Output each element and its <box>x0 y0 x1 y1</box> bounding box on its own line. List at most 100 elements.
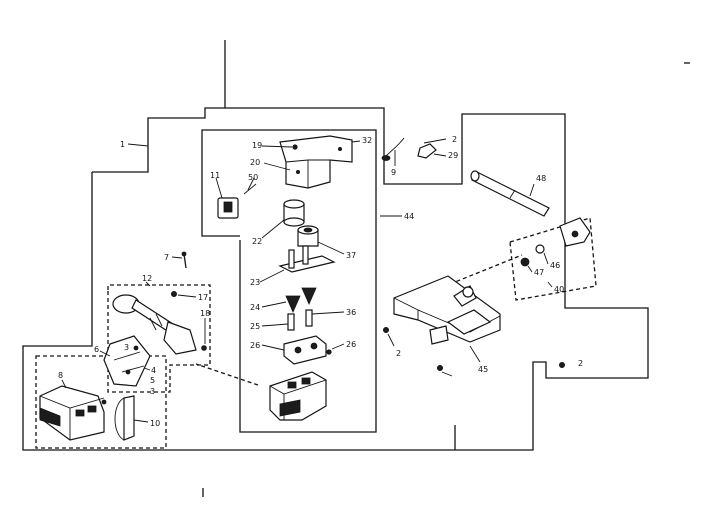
bracket-32-hole <box>337 146 342 151</box>
leader-32 <box>351 140 361 143</box>
part-label-l12: 12 <box>142 274 152 283</box>
screw-17 <box>170 290 177 297</box>
screw-3b <box>101 399 107 405</box>
screw-3c <box>436 364 443 371</box>
leader-50 <box>247 177 255 191</box>
shaft-48-end <box>470 170 480 182</box>
leader-45 <box>469 345 481 363</box>
plate-45-pivot <box>462 286 474 298</box>
pin-36 <box>305 309 313 327</box>
leader-40 <box>547 281 553 288</box>
part-label-l45: 45 <box>478 365 488 374</box>
bracket-6 <box>103 335 151 387</box>
screw-3a <box>133 345 139 351</box>
cone-24a <box>285 295 301 313</box>
part-label-l11: 11 <box>210 171 220 180</box>
part-label-l19: 19 <box>252 141 262 150</box>
part-label-l2c: 2 <box>578 359 583 368</box>
plate-45-flange <box>429 325 449 345</box>
leader-2a <box>423 138 447 144</box>
axis-line-lower <box>195 363 259 386</box>
base-8-detail <box>39 395 105 440</box>
pin-7-head <box>181 251 187 257</box>
group-box-12 <box>107 284 211 393</box>
leader-8 <box>61 379 67 389</box>
part-label-l48: 48 <box>536 174 546 183</box>
leader-26b <box>331 343 345 350</box>
leader-26a <box>261 344 285 351</box>
group-box-44 <box>201 129 377 433</box>
strap-10-loop <box>114 397 125 441</box>
part-label-l47: 47 <box>534 268 544 277</box>
bracket-32 <box>279 135 353 189</box>
part-label-l26a: 26 <box>250 341 260 350</box>
plate-26-hole-a <box>294 346 302 354</box>
part-label-l20: 20 <box>250 158 260 167</box>
part-label-l22: 22 <box>252 237 262 246</box>
part-label-l8: 8 <box>58 371 63 380</box>
part-label-l10: 10 <box>150 419 160 428</box>
part-label-l6: 6 <box>94 345 99 354</box>
leader-10 <box>133 419 149 423</box>
part-label-l4: 4 <box>151 366 156 375</box>
leader-1 <box>127 143 149 147</box>
leader-46 <box>543 252 549 265</box>
part-label-l36: 36 <box>346 308 356 317</box>
leader-12 <box>145 281 151 287</box>
base-8-slot-b <box>87 405 97 413</box>
housing-lower-base <box>279 399 301 417</box>
part-label-l23: 23 <box>250 278 260 287</box>
part-label-l9: 9 <box>391 168 396 177</box>
group-box-40 <box>509 217 597 301</box>
part-label-l7: 7 <box>164 253 169 262</box>
pin-23a <box>288 249 295 269</box>
part-label-l46: 46 <box>550 261 560 270</box>
housing-lower-slot-b <box>301 377 311 385</box>
leader-22 <box>261 219 285 239</box>
part-label-l24: 24 <box>250 303 260 312</box>
screw-19 <box>292 144 298 150</box>
spring-50 <box>243 183 257 195</box>
leader-24 <box>261 301 287 308</box>
base-8-slot-a <box>75 409 85 417</box>
screw-2c <box>559 361 566 368</box>
bushing-46 <box>535 244 545 254</box>
collar-37-bore <box>303 227 313 233</box>
clip-29 <box>417 143 437 159</box>
part-label-l3a: 3 <box>124 343 129 352</box>
part-label-l1: 1 <box>120 140 125 149</box>
part-label-l3b: 3 <box>150 387 155 396</box>
roller-22-top <box>283 199 305 209</box>
part-label-l2a: 2 <box>452 135 457 144</box>
leader-6 <box>99 350 111 357</box>
bracket-6-detail <box>113 351 145 373</box>
clip-11-slot <box>223 201 233 213</box>
part-label-l26b: 26 <box>346 340 356 349</box>
part-label-l29: 29 <box>448 151 458 160</box>
pin-25 <box>287 313 295 331</box>
plate-26 <box>283 335 327 365</box>
outline-assembly-1 <box>22 107 649 451</box>
part-label-l17: 17 <box>198 293 208 302</box>
leader-37 <box>317 241 345 255</box>
group-box-10 <box>35 355 167 449</box>
plate-26-hole-b <box>310 342 318 350</box>
solenoid-12-body <box>163 321 197 355</box>
wire-9-end <box>381 155 391 161</box>
part-label-l2b: 2 <box>396 349 401 358</box>
base-8-foot <box>39 407 61 427</box>
leader-36 <box>311 311 345 315</box>
leader-47 <box>527 265 533 273</box>
hub-40-hole <box>571 230 579 238</box>
leader-25 <box>261 323 289 327</box>
plate-45-slot <box>446 309 492 335</box>
leader-2b <box>387 333 395 347</box>
leader-19 <box>261 145 293 148</box>
part-label-l37: 37 <box>346 251 356 260</box>
leader-3c <box>441 371 453 377</box>
screw-18 <box>201 345 207 351</box>
pin-23b <box>302 245 309 265</box>
shaft-48-band <box>509 189 516 199</box>
